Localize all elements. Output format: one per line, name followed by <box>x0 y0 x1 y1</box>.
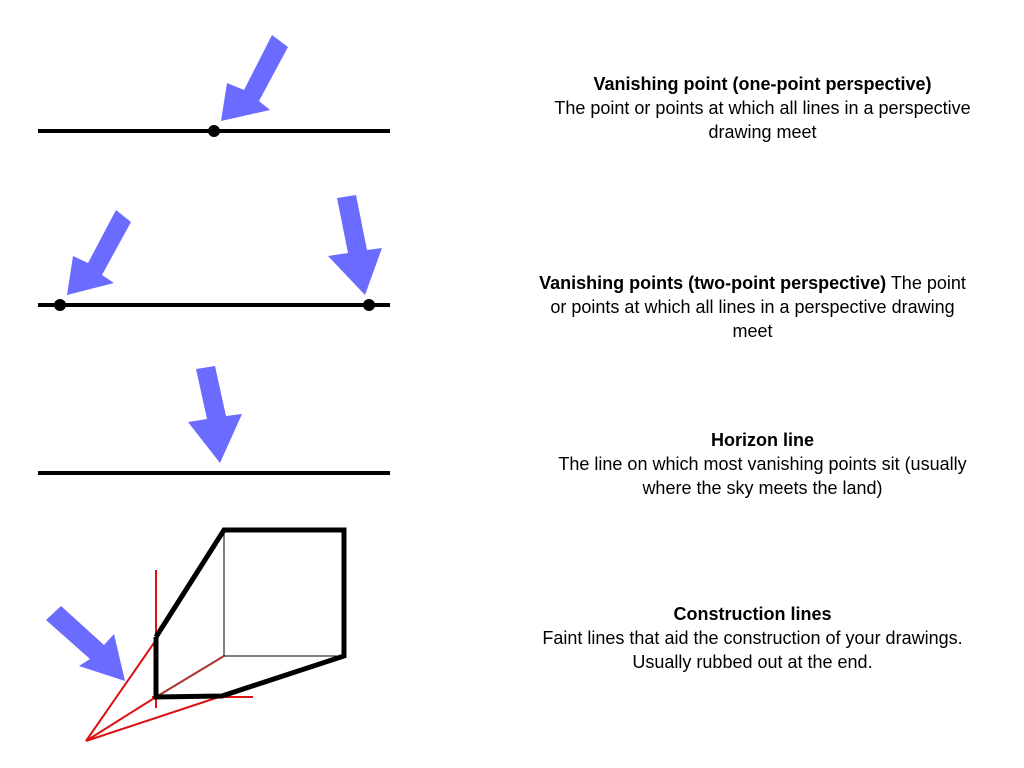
description-two-point: The point or points at which all lines i… <box>550 273 966 341</box>
construction-line <box>85 695 223 742</box>
construction-line <box>85 639 157 742</box>
pointer-arrow-left-icon <box>67 210 131 295</box>
vanishing-point-dot <box>208 125 220 137</box>
construction-line <box>155 655 225 698</box>
vanishing-point-right-dot <box>363 299 375 311</box>
box-outline <box>153 527 347 700</box>
vanishing-point-left-dot <box>54 299 66 311</box>
description-construction: Faint lines that aid the construction of… <box>542 628 963 672</box>
term-construction: Construction lines <box>673 604 832 624</box>
construction-line <box>85 696 157 742</box>
pointer-arrow-icon <box>46 606 125 681</box>
construction-illustration <box>46 527 347 742</box>
description-horizon: The line on which most vanishing points … <box>558 454 967 498</box>
term-horizon: Horizon line <box>711 430 814 450</box>
caption-construction: Construction lines Faint lines that aid … <box>530 602 975 674</box>
caption-horizon: Horizon line The line on which most vani… <box>540 428 985 500</box>
term-one-point: Vanishing point (one-point perspective) <box>593 74 932 94</box>
caption-one-point: Vanishing point (one-point perspective) … <box>540 72 985 144</box>
horizon-illustration <box>38 366 390 475</box>
one-point-illustration <box>38 35 390 137</box>
caption-two-point: Vanishing points (two-point perspective)… <box>530 271 975 343</box>
pointer-arrow-right-icon <box>328 195 382 295</box>
term-two-point: Vanishing points (two-point perspective) <box>539 273 887 293</box>
pointer-arrow-icon <box>188 366 242 463</box>
pointer-arrow-icon <box>221 35 288 121</box>
two-point-illustration <box>38 195 390 311</box>
description-one-point: The point or points at which all lines i… <box>554 98 971 142</box>
